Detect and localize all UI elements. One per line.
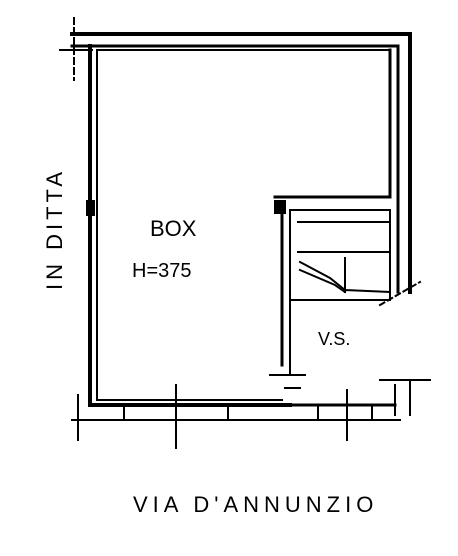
height-label: H=375 [132,260,192,282]
stair-diagonal [298,260,392,294]
street-label: VIA D'ANNUNZIO [133,492,378,517]
room-label: BOX [150,216,197,241]
left-side-label: IN DITTA [42,168,67,290]
column-marker-left [86,200,95,216]
stair-box [289,209,391,301]
stair-diagonal-2 [298,268,347,294]
outer-wall [70,32,412,294]
stair-label: V.S. [318,329,350,349]
stair-hatch [378,280,422,307]
column-marker-right [274,200,286,214]
